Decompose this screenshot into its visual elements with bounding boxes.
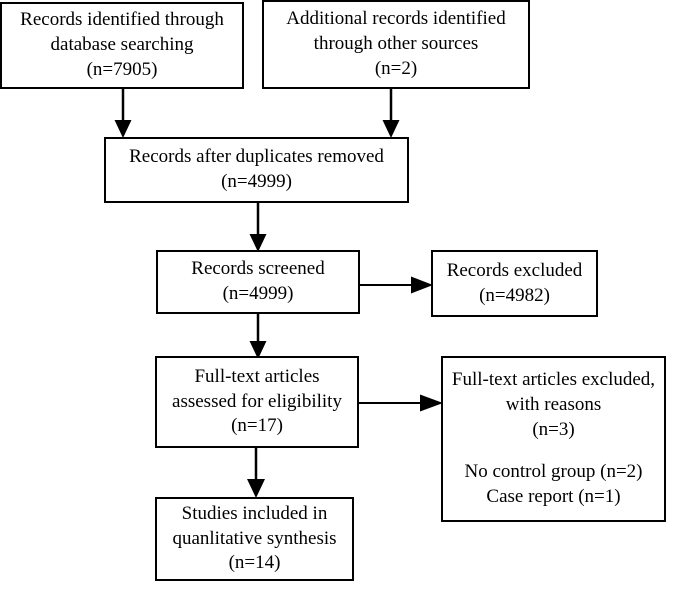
- node-exclusion-reason: Case report (n=1): [486, 486, 621, 508]
- node-text-line: assessed for eligibility: [172, 390, 342, 412]
- node-text-line: Additional records identified: [286, 8, 506, 30]
- node-text-line: Studies included in: [181, 502, 328, 524]
- node-fulltext-articles-excluded-with-reasons: Full-text articles excluded, with reason…: [441, 356, 666, 522]
- node-text-line: database searching: [50, 34, 194, 56]
- connector-screened-to-excluded: [358, 272, 434, 298]
- node-count: (n=7905): [86, 58, 158, 80]
- node-records-identified-database: Records identified through database sear…: [0, 2, 244, 89]
- node-text-line: through other sources: [313, 33, 479, 55]
- node-count: (n=17): [231, 415, 283, 437]
- node-text-line: Records after duplicates removed: [129, 146, 384, 168]
- node-text-line: Records screened: [191, 258, 325, 280]
- node-count: (n=4982): [479, 284, 550, 306]
- node-text-line: Records excluded: [446, 259, 583, 281]
- node-studies-included-qualitative-synthesis: Studies included in quanlitative synthes…: [155, 497, 354, 581]
- node-exclusion-reason: No control group (n=2): [464, 461, 643, 483]
- node-fulltext-articles-assessed: Full-text articles assessed for eligibil…: [155, 356, 359, 448]
- node-text-line: Records identified through: [20, 9, 224, 31]
- node-text-line: quanlitative synthesis: [172, 527, 337, 549]
- node-count: (n=14): [228, 552, 281, 574]
- node-additional-records-other-sources: Additional records identified through ot…: [262, 0, 530, 89]
- node-records-excluded: Records excluded (n=4982): [431, 250, 598, 317]
- connector-identified-other-to-duplicates: [378, 87, 404, 139]
- node-count: (n=4999): [222, 283, 294, 304]
- connector-duplicates-to-screened: [245, 201, 271, 253]
- node-text-line: Full-text articles excluded,: [451, 369, 656, 391]
- connector-screened-to-fulltext: [245, 312, 271, 360]
- node-text-line: with reasons: [505, 393, 602, 415]
- node-count: (n=2): [374, 57, 418, 79]
- node-text-line: Full-text articles: [194, 365, 320, 387]
- node-count: (n=4999): [221, 171, 292, 192]
- connector-fulltext-to-included: [243, 446, 269, 499]
- connector-identified-db-to-duplicates: [110, 87, 136, 139]
- node-records-after-duplicates-removed: Records after duplicates removed (n=4999…: [104, 137, 409, 203]
- node-records-screened: Records screened (n=4999): [156, 250, 360, 314]
- node-count: (n=3): [532, 418, 575, 440]
- connector-fulltext-to-excluded: [357, 390, 444, 416]
